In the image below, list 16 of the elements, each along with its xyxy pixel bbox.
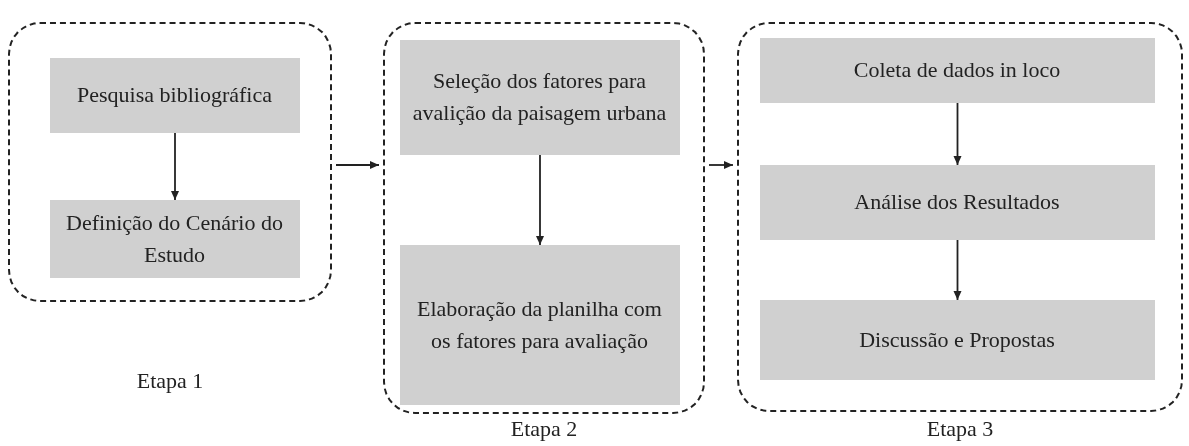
process-box: Definição do Cenário do Estudo	[49, 199, 300, 278]
process-box: Análise dos Resultados	[759, 164, 1155, 240]
arrow	[708, 161, 734, 169]
process-box: Elaboração da planilha com os fatores para avaliação	[399, 244, 680, 405]
process-box: Pesquisa bibliográfica	[49, 57, 300, 133]
arrow	[171, 132, 179, 201]
arrow	[536, 154, 544, 246]
arrow	[953, 239, 962, 301]
stage-label: Etapa 1	[135, 368, 205, 394]
stage-label: Etapa 3	[925, 416, 995, 442]
process-box: Seleção dos fatores para avalição da paisagem urbana	[399, 39, 680, 155]
stage-label: Etapa 2	[509, 416, 579, 442]
process-box: Coleta de dados in loco	[759, 37, 1155, 103]
process-box: Discussão e Propostas	[759, 299, 1155, 380]
arrow	[335, 161, 380, 169]
arrow	[953, 102, 962, 166]
